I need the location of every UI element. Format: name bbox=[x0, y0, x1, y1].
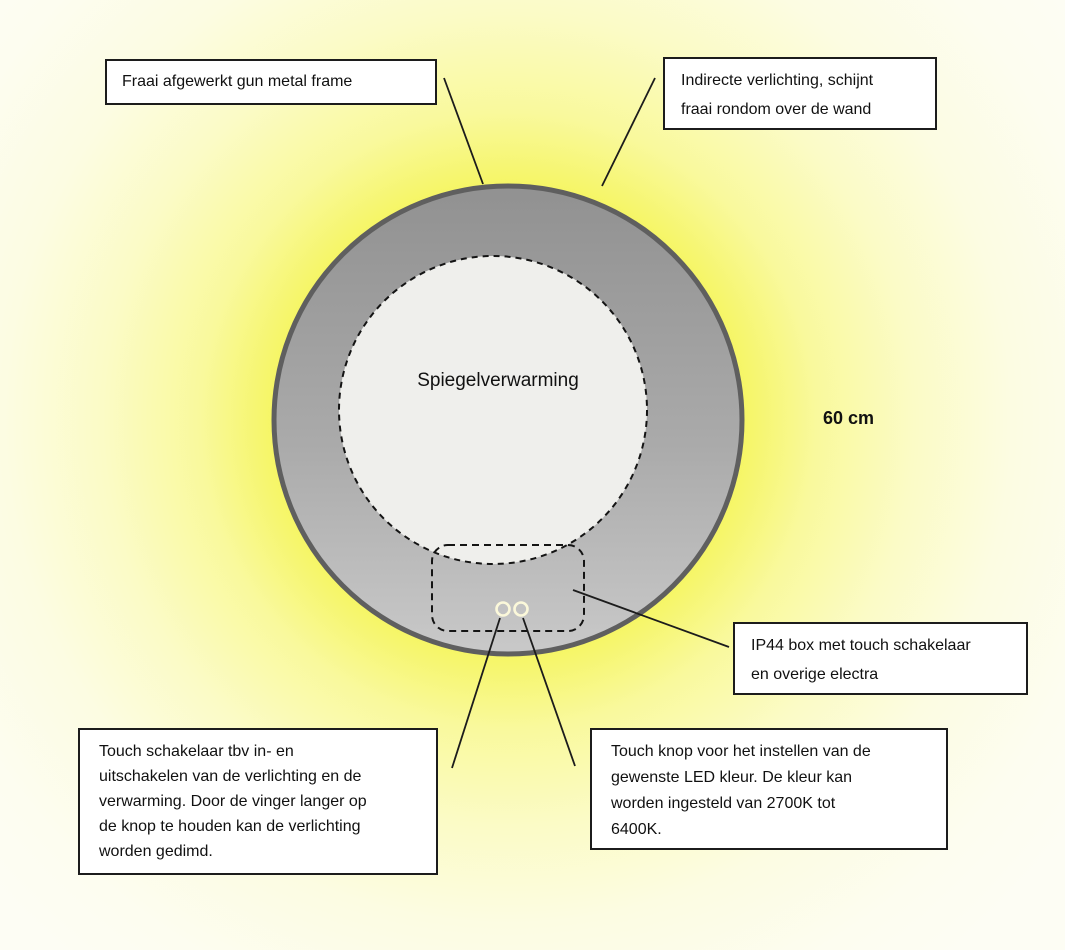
mirror-heating-label: Spiegelverwarming bbox=[417, 370, 579, 391]
leader-line-touch-color bbox=[522, 617, 576, 767]
touch-button-power-icon bbox=[495, 601, 511, 617]
leader-line-ip44 bbox=[572, 589, 730, 648]
annotation-indirect-lighting: Indirecte verlichting, schijnt fraai ron… bbox=[663, 57, 937, 130]
electronics-box-outline bbox=[431, 544, 585, 632]
annotation-touch-switch: Touch schakelaar tbv in- en uitschakelen… bbox=[78, 728, 438, 875]
annotation-frame: Fraai afgewerkt gun metal frame bbox=[105, 59, 437, 105]
mirror-heating-area bbox=[338, 255, 648, 565]
annotation-touch-color: Touch knop voor het instellen van de gew… bbox=[590, 728, 948, 850]
leader-line-frame bbox=[443, 77, 484, 185]
touch-button-color-icon bbox=[513, 601, 529, 617]
annotation-ip44-box: IP44 box met touch schakelaar en overige… bbox=[733, 622, 1028, 695]
leader-line-indirect-lighting bbox=[601, 77, 656, 187]
diameter-label: 60 cm bbox=[823, 408, 875, 428]
leader-line-touch-switch bbox=[451, 617, 501, 769]
